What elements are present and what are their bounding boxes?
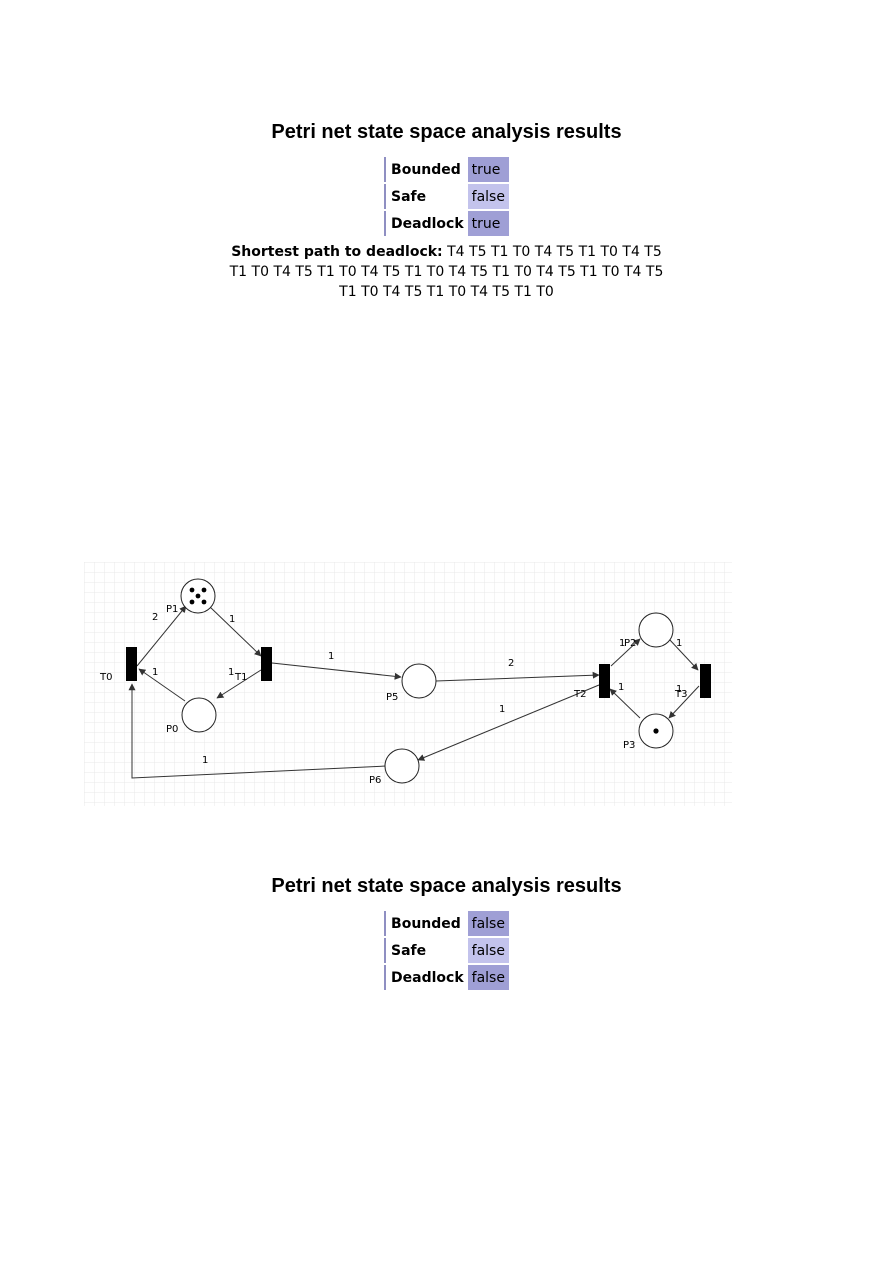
results-table: Bounded false Safe false Deadlock false xyxy=(384,909,509,992)
deadlock-path-value: T4 T5 T1 T0 T4 T5 T1 T0 T4 T5 T1 T0 T4 T… xyxy=(229,244,664,300)
weight-t2-p6: 1 xyxy=(499,704,505,715)
analysis-results-2: Petri net state space analysis results B… xyxy=(0,873,893,992)
deadlock-value: true xyxy=(467,211,509,236)
transition-label-t2: T2 xyxy=(573,689,586,700)
results-title: Petri net state space analysis results xyxy=(271,875,622,897)
weight-p0-t0: 1 xyxy=(152,667,158,678)
arc-t1-p0 xyxy=(216,669,262,699)
results-table: Bounded true Safe false Deadlock true xyxy=(384,155,509,238)
safe-value: false xyxy=(467,938,509,963)
weight-p5-t2: 2 xyxy=(508,658,514,669)
bounded-label: Bounded xyxy=(384,911,468,936)
transition-label-t3: T3 xyxy=(674,689,687,700)
place-label-p5: P5 xyxy=(386,692,398,703)
place-p2[interactable] xyxy=(638,612,674,648)
table-row: Safe false xyxy=(384,938,509,963)
place-label-p1: P1 xyxy=(166,604,178,615)
place-p0[interactable] xyxy=(181,697,217,733)
weight-t2-p2: 1 xyxy=(619,638,625,649)
table-row: Deadlock false xyxy=(384,965,509,990)
place-label-p2: P2 xyxy=(624,638,636,649)
deadlock-path: Shortest path to deadlock: T4 T5 T1 T0 T… xyxy=(227,242,667,302)
arc-p3-t2 xyxy=(609,688,641,719)
transitions xyxy=(126,647,711,698)
arc-t2-p6 xyxy=(417,684,600,761)
place-label-p0: P0 xyxy=(166,724,178,735)
arc-p1-t1 xyxy=(208,605,262,657)
table-row: Bounded false xyxy=(384,911,509,936)
bounded-value: true xyxy=(467,157,509,182)
weight-t1-p0: 1 xyxy=(228,667,234,678)
weight-t0-p1: 2 xyxy=(152,612,158,623)
node-labels: P1 P0 P5 P2 P3 P6 T0 T1 T2 T3 xyxy=(99,604,687,786)
petri-net-diagram: 2 1 1 1 1 2 1 1 1 1 1 1 P1 P xyxy=(84,562,732,806)
transition-t1[interactable] xyxy=(261,647,272,681)
arc-t3-p3 xyxy=(668,685,700,719)
weight-p2-t3: 1 xyxy=(676,638,682,649)
place-label-p3: P3 xyxy=(623,740,635,751)
safe-label: Safe xyxy=(384,184,468,209)
table-row: Bounded true xyxy=(384,157,509,182)
token xyxy=(201,587,207,593)
transition-t2[interactable] xyxy=(599,664,610,698)
token xyxy=(653,728,659,734)
table-row: Deadlock true xyxy=(384,211,509,236)
weight-p3-t2: 1 xyxy=(618,682,624,693)
safe-value: false xyxy=(467,184,509,209)
places xyxy=(180,578,674,784)
arc-t1-p5 xyxy=(271,662,402,680)
bounded-label: Bounded xyxy=(384,157,468,182)
safe-label: Safe xyxy=(384,938,468,963)
token xyxy=(195,593,201,599)
arc-t0-p1 xyxy=(136,605,187,667)
analysis-results-1: Petri net state space analysis results B… xyxy=(0,119,893,302)
bounded-value: false xyxy=(467,911,509,936)
weight-p1-t1: 1 xyxy=(229,614,235,625)
table-row: Safe false xyxy=(384,184,509,209)
weight-t1-p5: 1 xyxy=(328,651,334,662)
deadlock-label: Deadlock xyxy=(384,965,468,990)
arc-weights: 2 1 1 1 1 2 1 1 1 1 1 1 xyxy=(152,612,682,766)
place-p6[interactable] xyxy=(384,748,420,784)
weight-t3-p3: 1 xyxy=(676,684,682,695)
results-title: Petri net state space analysis results xyxy=(271,121,622,143)
arc-p2-t3 xyxy=(668,638,699,671)
tokens xyxy=(189,587,659,734)
token xyxy=(189,587,195,593)
arc-p5-t2 xyxy=(435,671,600,682)
deadlock-value: false xyxy=(467,965,509,990)
arcs xyxy=(128,605,700,779)
weight-p6-t0: 1 xyxy=(202,755,208,766)
transition-label-t0: T0 xyxy=(99,672,112,683)
token xyxy=(189,599,195,605)
transition-label-t1: T1 xyxy=(234,672,247,683)
deadlock-path-label: Shortest path to deadlock: xyxy=(231,244,443,260)
transition-t3[interactable] xyxy=(700,664,711,698)
place-label-p6: P6 xyxy=(369,775,381,786)
place-p5[interactable] xyxy=(401,663,437,699)
deadlock-label: Deadlock xyxy=(384,211,468,236)
token xyxy=(201,599,207,605)
arc-p0-t0 xyxy=(138,668,186,702)
transition-t0[interactable] xyxy=(126,647,137,681)
arc-t2-p2 xyxy=(610,638,641,667)
arc-p6-t0 xyxy=(128,683,387,779)
